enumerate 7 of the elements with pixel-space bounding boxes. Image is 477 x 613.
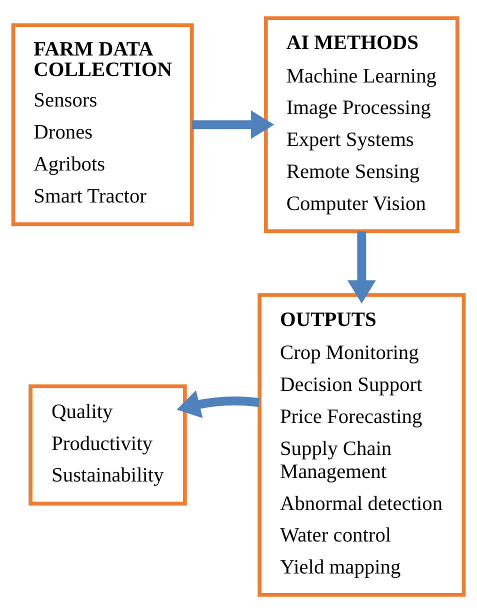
node-box: AI METHODS Machine Learning Image Processing Expert Systems Remote Sensing Computer Vision (264, 16, 460, 234)
node-box: Quality Productivity Sustainability (28, 384, 187, 506)
arrow (347, 231, 376, 304)
node-box: OUTPUTS Crop Monitoring Decision Support Price Forecasting Supply Chain Management Abnormal detection Water control Yield mapping (258, 293, 466, 597)
node-box: FARM DATA COLLECTION Sensors Drones Agribots Smart Tractor (11, 23, 194, 226)
arrow (176, 390, 260, 418)
arrow (192, 110, 274, 139)
